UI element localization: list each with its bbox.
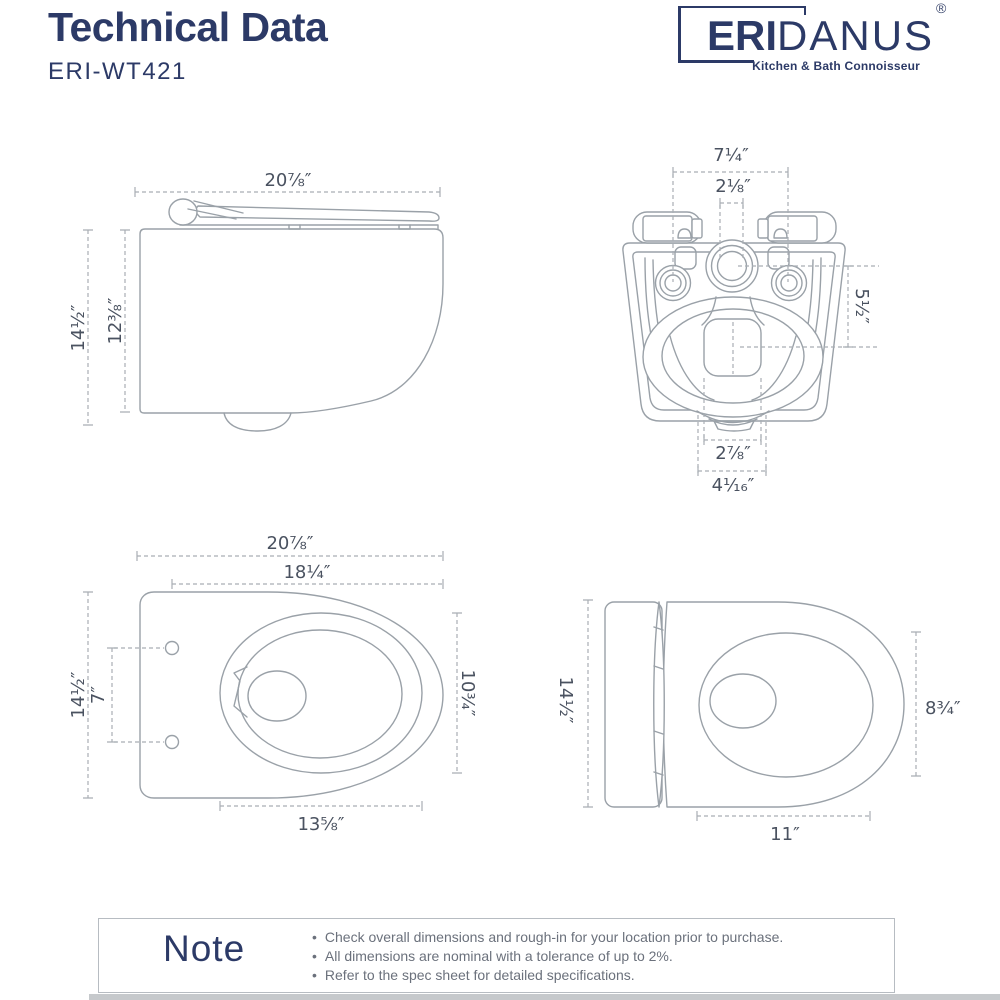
- page-title: Technical Data: [48, 4, 328, 50]
- bullet-icon: •: [312, 948, 317, 964]
- note-label: Note: [163, 928, 246, 969]
- note-box: Note • Check overall dimensions and rough…: [98, 918, 895, 993]
- dim-label-side-inner-height: 12⅜″: [105, 297, 126, 344]
- note-list: • Check overall dimensions and rough-in f…: [312, 928, 783, 985]
- logo-text-bold: ERI: [707, 12, 778, 59]
- rear-view-dim-lines: [672, 167, 879, 476]
- logo-text-light: DANUS: [777, 12, 935, 59]
- logo-frame-bottom: [678, 60, 754, 63]
- dim-label-drain-width: 2⅞″: [715, 443, 751, 464]
- dim-label-open-top-width: 20⅞″: [266, 533, 313, 554]
- top-view-open-dim-lines: [83, 551, 462, 811]
- dim-label-open-outer-depth: 14½″: [68, 671, 89, 718]
- logo-frame-top: [678, 6, 806, 15]
- side-view-drawing: 20⅞″ 14½″ 12⅜″: [68, 170, 444, 432]
- side-view-outline: [139, 198, 444, 432]
- dim-label-open-bowl-length: 13⅝″: [297, 814, 344, 835]
- rear-view-drawing: 7¼″ 2⅛″ 5½″ 2⅞″ 4¹⁄₁₆″: [622, 145, 879, 496]
- top-view-closed-outline: [604, 601, 905, 808]
- bottom-edge-band: [89, 994, 1000, 1000]
- note-item-text: Check overall dimensions and rough-in fo…: [324, 929, 784, 945]
- rear-view-outline: [622, 211, 846, 432]
- dim-label-side-outer-height: 14½″: [68, 304, 89, 351]
- top-view-open-drawing: 20⅞″ 18¼″ 14½″ 7″ 10¾″ 13⅝″: [68, 533, 478, 835]
- top-view-open-outline: [139, 591, 444, 799]
- bullet-icon: •: [312, 929, 317, 945]
- registered-trademark-icon: ®: [936, 0, 947, 16]
- dim-label-drain-outer-width: 4¹⁄₁₆″: [712, 475, 755, 496]
- note-item: • Check overall dimensions and rough-in f…: [312, 928, 783, 947]
- dim-label-closed-length: 11″: [770, 824, 800, 845]
- logo-frame-left: [678, 6, 681, 62]
- side-view-dim-lines: [83, 187, 441, 426]
- dim-label-open-hole-spacing: 7″: [88, 686, 109, 704]
- bullet-icon: •: [312, 967, 317, 983]
- logo-wordmark: ERIDANUS: [707, 15, 934, 57]
- dim-label-open-bowl-width: 10¾″: [457, 669, 478, 716]
- dim-label-bolt-spacing: 7¼″: [713, 145, 749, 166]
- dim-label-open-inner-width: 18¼″: [283, 562, 330, 583]
- top-view-closed-drawing: 14½″ 8¾″ 11″: [555, 599, 961, 845]
- dim-label-inlet-width: 2⅛″: [715, 176, 751, 197]
- dim-label-side-top-width: 20⅞″: [264, 170, 311, 191]
- model-number: ERI-WT421: [48, 58, 187, 85]
- dim-label-closed-depth: 14½″: [555, 676, 576, 723]
- logo-tagline: Kitchen & Bath Connoisseur: [752, 59, 920, 73]
- dim-label-inlet-to-drain: 5½″: [851, 288, 872, 324]
- top-view-closed-dim-lines: [583, 599, 921, 821]
- note-item: • Refer to the spec sheet for detailed sp…: [312, 966, 783, 985]
- note-item-text: Refer to the spec sheet for detailed spe…: [324, 967, 635, 983]
- dim-label-closed-opening-width: 8¾″: [925, 698, 961, 719]
- note-item: • All dimensions are nominal with a toler…: [312, 947, 783, 966]
- note-item-text: All dimensions are nominal with a tolera…: [324, 948, 673, 964]
